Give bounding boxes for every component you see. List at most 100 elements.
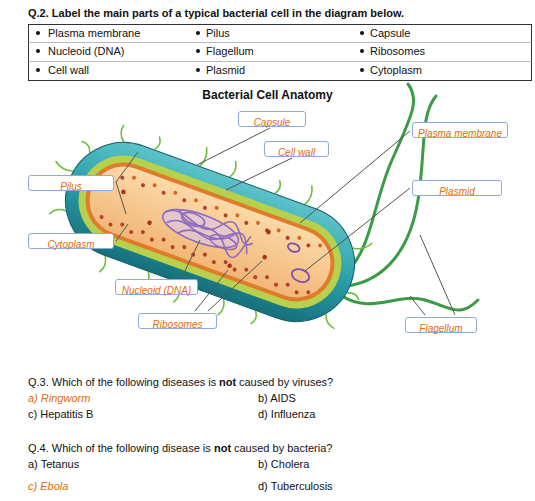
answer-option: b) AIDS (258, 391, 296, 405)
ribosome-dot (285, 235, 290, 240)
part-label-box: Flagellum (405, 317, 477, 333)
ribosome-dot (161, 190, 166, 195)
nucleoid-dna (157, 199, 257, 263)
part-name: Pilus (60, 180, 82, 194)
pili (25, 101, 390, 361)
ribosome-dot (140, 183, 145, 188)
pilus-strand (54, 162, 73, 173)
pilus-strand (50, 206, 66, 218)
part-name: Flagellum (419, 322, 462, 336)
ribosome-dot (214, 205, 219, 210)
part-label-box: Capsule (238, 111, 306, 127)
pilus-strand (118, 125, 129, 141)
word-bank-item: Plasma membrane (48, 26, 140, 40)
part-name: Capsule (254, 116, 291, 130)
ribosome-dot (108, 222, 113, 227)
capsule-layer (49, 126, 371, 338)
part-label-box: Cell wall (264, 141, 329, 157)
table-row-line (29, 61, 532, 62)
ribosome-dot (255, 220, 260, 225)
question-emphasis: not (219, 375, 236, 389)
pilus-strand (218, 300, 226, 316)
word-bank-item: Plasmid (206, 63, 245, 77)
ribosome-dot (244, 220, 249, 225)
word-bank-item: Pilus (206, 26, 230, 40)
question-text: caused by bacteria? (234, 441, 332, 455)
answer-option: c) Ebola (28, 479, 68, 493)
pilus-strand (347, 292, 360, 300)
ribosome-dot (120, 222, 125, 227)
pilus-strand (80, 142, 93, 153)
ribosome-dot (285, 282, 290, 287)
ribosome-dot (211, 260, 216, 265)
word-bank-item: Cytoplasm (370, 63, 422, 77)
question-text: Q.4. Which of the following disease is (28, 441, 211, 455)
pilus-strand (251, 311, 258, 324)
part-label-box: Nucleoid (DNA) (115, 279, 198, 295)
plasma-membrane-layer (75, 152, 345, 312)
answer-option: c) Hepatitis B (28, 407, 93, 421)
ribosome-dots (98, 169, 328, 298)
word-bank-table (29, 25, 532, 81)
part-label-box: Pilus (28, 175, 114, 191)
question-emphasis: not (214, 441, 231, 455)
part-label-box: Plasmid (412, 180, 502, 196)
word-bank-item: Nucleoid (DNA) (48, 44, 124, 58)
answer-option: b) Cholera (258, 457, 309, 471)
pilus-strand (322, 315, 337, 329)
ribosome-dot (131, 175, 136, 180)
word-bank-item: Ribosomes (370, 44, 425, 58)
answer-option: d) Tuberculosis (258, 479, 333, 493)
ribosome-dot (223, 260, 228, 265)
pilus-strand (275, 181, 282, 194)
table-row-line (29, 42, 532, 43)
ribosome-dot (149, 237, 154, 242)
ribosome-dot (266, 229, 272, 235)
diagram-title: Bacterial Cell Anatomy (0, 88, 535, 103)
part-name: Cytoplasm (47, 238, 94, 252)
ribosome-dot (297, 235, 302, 240)
pilus-strand (200, 148, 209, 167)
ribosome-dot (253, 275, 258, 280)
part-label-box: Plasma membrane (412, 122, 508, 138)
ribosome-dot (161, 237, 166, 242)
ribosome-dot (140, 230, 145, 235)
pilus-strand (155, 137, 162, 150)
pilus-strand (353, 238, 371, 254)
part-label-box: Cytoplasm (28, 233, 114, 249)
ribosome-dot (223, 213, 228, 218)
plasmid-ring (278, 242, 319, 285)
ribosome-dot (264, 275, 269, 280)
ribosome-dot (193, 198, 198, 203)
cell-wall-layer (66, 143, 354, 321)
pilus-strand (305, 186, 314, 205)
ribosome-dot (202, 252, 207, 257)
ribosome-dot (147, 220, 153, 226)
answer-option: a) Tetanus (28, 457, 79, 471)
ribosome-dot (182, 198, 187, 203)
ribosome-dot (227, 263, 233, 269)
ribosome-dot (170, 245, 175, 250)
part-label-box: Ribosomes (138, 313, 217, 329)
word-bank-item: Flagellum (206, 44, 254, 58)
ribosome-dot (152, 183, 157, 188)
ribosome-dot (317, 243, 322, 248)
ribosome-dot (306, 290, 311, 295)
part-name: Nucleoid (DNA) (122, 284, 191, 298)
answer-option: a) Ringworm (28, 391, 90, 405)
ribosome-dot (121, 189, 127, 195)
ribosome-dot (173, 190, 178, 195)
part-name: Plasma membrane (418, 127, 502, 141)
part-name: Plasmid (439, 185, 475, 199)
ribosome-dot (182, 245, 187, 250)
ribosome-dot (202, 205, 207, 210)
leader-lines (116, 128, 455, 315)
ribosome-dot (129, 229, 134, 234)
ribosome-dot (235, 213, 240, 218)
ribosome-dot (276, 228, 281, 233)
ribosome-dot (99, 214, 104, 219)
ribosome-dot (294, 290, 299, 295)
ribosome-dot (273, 282, 278, 287)
pilus-strand (230, 162, 238, 178)
part-name: Cell wall (278, 146, 315, 160)
